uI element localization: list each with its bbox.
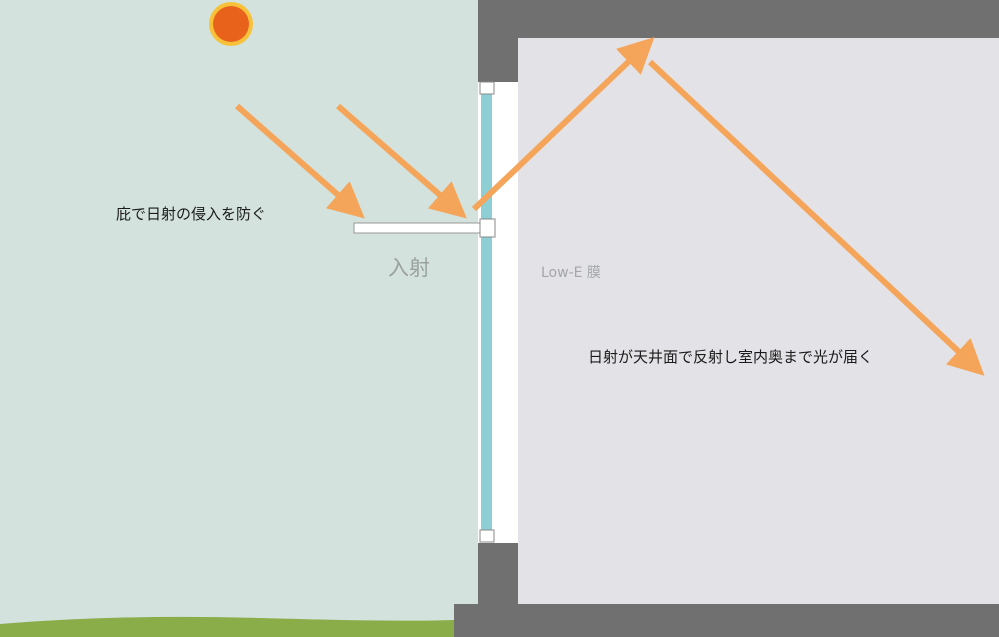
reflection-annotation: 日射が天井面で反射し室内奥まで光が届く: [588, 348, 874, 366]
reflected-ray-arrow-down: [647, 59, 985, 376]
room-interior: [518, 38, 999, 604]
sun-core: [213, 6, 249, 42]
low-e-film-label: Low-E 膜: [541, 265, 601, 281]
window-glass: [481, 92, 492, 532]
ground: [0, 616, 454, 637]
floor-slab: [454, 604, 999, 637]
upper-wall: [478, 0, 518, 82]
incident-label: 入射: [388, 256, 430, 280]
ceiling-slab: [478, 0, 999, 38]
sun-ray-arrow-2: [336, 103, 467, 219]
reflected-ray-arrow-up: [471, 37, 655, 212]
sun-ray-arrow-1: [235, 103, 365, 219]
eave-overhang: [353, 222, 483, 234]
sky-background: [0, 0, 480, 637]
window-sash-top: [479, 81, 495, 95]
eave-annotation: 庇で日射の侵入を防ぐ: [116, 205, 267, 223]
window-sash-bottom: [479, 529, 495, 543]
eave-joint: [479, 218, 496, 238]
